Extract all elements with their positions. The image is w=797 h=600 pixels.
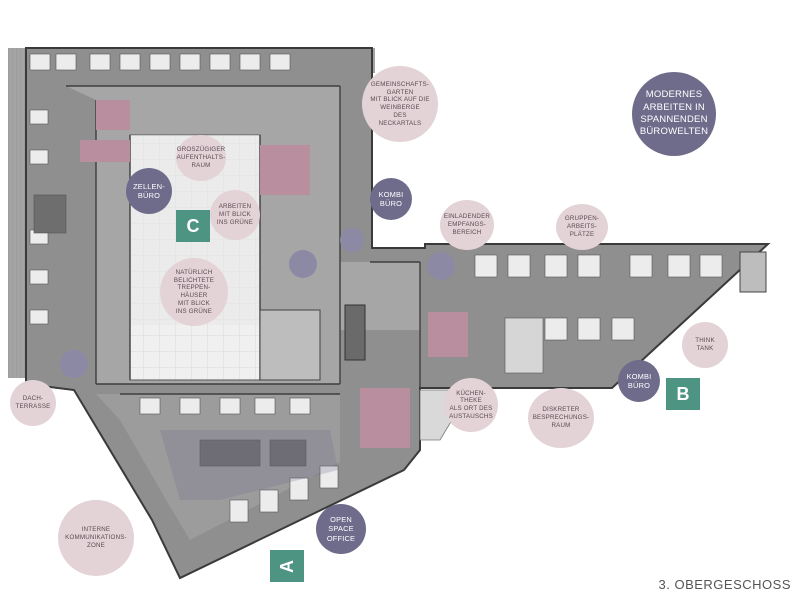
bubble-kuechentheke: KÜCHEN- THEKE ALS ORT DES AUSTAUSCHS [444,378,498,432]
label-treppenhaeuser: NATÜRLICH BELICHTETE TREPPEN- HÄUSER MIT… [173,268,215,315]
label-zellenbuero: ZELLEN- BÜRO [133,181,165,200]
marker-a-label: A [276,559,297,573]
label-einladender: EINLADENDER EMPFANGS- BEREICH [443,213,491,236]
label-arbeiten-gruen: ARBEITEN MIT BLICK INS GRÜNE [216,203,254,226]
bubble-zellenbuero: ZELLEN- BÜRO [126,168,172,214]
label-modernes: MODERNES ARBEITEN IN SPANNENDEN BÜROWELT… [639,89,709,138]
bubble-grosszuegiger: GROSZÜGIGER AUFENTHALTS- RAUM [176,135,226,181]
bubble-treppenhaeuser: NATÜRLICH BELICHTETE TREPPEN- HÄUSER MIT… [160,258,228,326]
terrace-decking [8,48,26,378]
room-mauve [428,312,468,357]
label-interne-kommunikation: INTERNE KOMMUNIKATIONS- ZONE [65,526,127,549]
lower-lounge [160,430,338,500]
marker-b-label: B [676,383,690,404]
bubble-interne-kommunikation: INTERNE KOMMUNIKATIONS- ZONE [58,500,134,576]
bubble-diskreter: DISKRETER BESPRECHUNGS- RAUM [528,388,594,448]
bubble-kombi-buero-right: KOMBI BÜRO [618,360,660,402]
lounge-rug [340,228,364,252]
bubble-open-space: OPEN SPACE OFFICE [316,504,366,554]
room-mauve [96,100,130,130]
desk-group [139,397,339,523]
floor-title: 3. OBERGESCHOSS [658,577,791,592]
label-diskreter: DISKRETER BESPRECHUNGS- RAUM [532,406,590,429]
lounge-rug [427,252,455,280]
stairwell [259,309,321,381]
label-gemeinschaftsgarten: GEMEINSCHAFTS- GARTEN MIT BLICK AUF DIE … [370,80,430,127]
room-mauve [260,145,310,195]
label-grosszuegiger: GROSZÜGIGER AUFENTHALTS- RAUM [176,146,226,169]
room-mauve [80,140,130,162]
bubble-gruppenarbeitsplaetze: GRUPPEN- ARBEITS- PLÄTZE [556,204,608,250]
label-think-tank: THINK TANK [695,337,715,352]
bubble-dachterrasse: DACH- TERRASSE [10,380,56,426]
label-gruppenarbeitsplaetze: GRUPPEN- ARBEITS- PLÄTZE [564,215,600,238]
label-kuechentheke: KÜCHEN- THEKE ALS ORT DES AUSTAUSCHS [449,389,493,420]
label-kombi-buero-right: KOMBI BÜRO [626,371,652,390]
bubble-think-tank: THINK TANK [682,322,728,368]
desk-group [474,254,723,374]
bubble-modernes: MODERNES ARBEITEN IN SPANNENDEN BÜROWELT… [632,72,716,156]
inner-walls [66,85,421,395]
bubble-einladender: EINLADENDER EMPFANGS- BEREICH [440,200,494,250]
lounge-rug [60,350,88,378]
stair-right [739,251,767,293]
section-marker-c: C [176,210,210,242]
desk-group [29,53,291,325]
lounge-rug [289,250,317,278]
bubble-gemeinschaftsgarten: GEMEINSCHAFTS- GARTEN MIT BLICK AUF DIE … [362,66,438,142]
bubble-kombi-buero-top: KOMBI BÜRO [370,178,412,220]
section-marker-a: A [270,550,304,582]
label-open-space: OPEN SPACE OFFICE [326,515,356,543]
room-mauve [360,388,410,448]
bubble-arbeiten-gruen: ARBEITEN MIT BLICK INS GRÜNE [210,190,260,240]
label-kombi-buero-top: KOMBI BÜRO [378,189,404,208]
section-marker-b: B [666,378,700,410]
lower-corridor [96,394,340,540]
marker-c-label: C [186,215,200,236]
elevator [344,304,366,361]
label-dachterrasse: DACH- TERRASSE [15,395,51,410]
